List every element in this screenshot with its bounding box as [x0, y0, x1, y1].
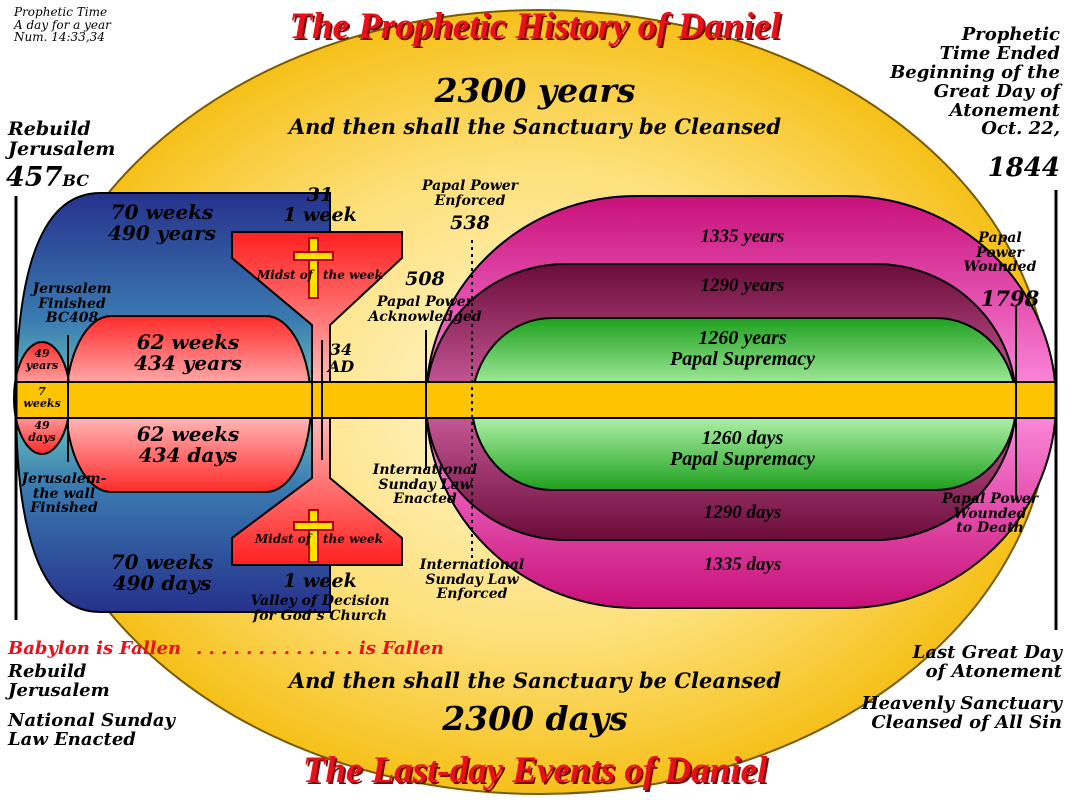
year-508: 508	[405, 268, 445, 290]
papal-power-wounded-to-death: Papal Power Wounded to Death	[941, 491, 1039, 537]
label-1335-years: 1335 years	[700, 226, 785, 247]
babylon-is-fallen: Babylon is Fallen	[8, 638, 182, 659]
hourglass-bottom	[231, 417, 403, 566]
rebuild-jerusalem-top: Rebuild Jerusalem	[8, 118, 116, 160]
prophetic-time-note: Prophetic Time A day for a year Num. 14:…	[14, 5, 111, 45]
sixtytwo-weeks-years: 62 weeks 434 years	[134, 330, 242, 375]
label-1335-days: 1335 days	[703, 554, 782, 575]
bottom-title: The Last-day Events of Daniel	[302, 750, 768, 791]
rebuild-jerusalem-bottom: Rebuild Jerusalem	[8, 661, 110, 701]
midst-bottom-right: the week	[323, 532, 383, 546]
international-sunday-law-enacted: International Sunday Law Enacted	[372, 462, 478, 508]
cleansed-top: And then shall the Sanctuary be Cleansed	[288, 114, 782, 139]
year-457-bc: BC	[62, 171, 89, 190]
year-1844: 1844	[987, 153, 1060, 183]
one-week: 1 week	[283, 570, 357, 592]
papal-power-acknowledged: Papal Power Acknowledged	[368, 294, 482, 325]
year-34-ad: 34 AD	[324, 340, 358, 376]
fortynine-years: 49 years	[25, 347, 59, 372]
jerusalem-finished: Jerusalem Finished BC408	[32, 281, 112, 327]
national-sunday-law: National Sunday Law Enacted	[8, 710, 176, 750]
year-1798: 1798	[980, 286, 1040, 311]
years-2300: 2300 years	[434, 71, 636, 110]
wall-finished: Jerusalem- the wall Finished	[21, 471, 107, 517]
sixtytwo-weeks-days: 62 weeks 434 days	[136, 422, 240, 467]
year-31: 31 1 week	[283, 184, 357, 226]
timeline-band	[15, 381, 1057, 419]
valley-of-decision: Valley of Decision for God’s Church	[250, 593, 390, 624]
heavenly-sanctuary: Heavenly Sanctuary Cleansed of All Sin	[861, 693, 1062, 733]
papal-power-wounded: Papal Power Wounded	[963, 230, 1037, 276]
label-1260-days: 1260 days Papal Supremacy	[670, 427, 815, 470]
time-ended-note: Prophetic Time Ended Beginning of the Gr…	[890, 24, 1060, 140]
top-title: The Prophetic History of Daniel	[289, 6, 781, 47]
midst-top-left: Midst of	[257, 268, 313, 282]
midst-top-right: the week	[323, 268, 383, 282]
fortynine-days: 49 days	[28, 419, 56, 444]
label-1260-years: 1260 years Papal Supremacy	[670, 327, 815, 370]
last-great-day: Last Great Day of Atonement	[912, 642, 1062, 682]
year-457-number: 457	[6, 162, 63, 193]
cleansed-bottom: And then shall the Sanctuary be Cleansed	[288, 668, 782, 693]
seventy-weeks-days: 70 weeks 490 days	[110, 550, 214, 595]
midst-bottom-left: Midst of	[255, 532, 311, 546]
year-538: 538	[450, 212, 490, 234]
international-sunday-law-enforced: International Sunday Law Enforced	[419, 557, 525, 603]
year-34-ad-text: 34 AD	[327, 340, 355, 376]
label-1290-days: 1290 days	[703, 502, 782, 523]
papal-power-enforced: Papal Power Enforced	[421, 178, 519, 209]
seventy-weeks-years: 70 weeks 490 years	[108, 200, 216, 245]
seven-weeks: 7 weeks	[23, 385, 61, 410]
cross-icon-top	[293, 237, 334, 299]
is-fallen: . . . . . . . . . . . . . is Fallen	[196, 638, 444, 659]
year-457: 457BC	[6, 162, 89, 193]
days-2300: 2300 days	[442, 699, 628, 738]
cross-icon-bottom	[293, 509, 334, 563]
label-1290-years: 1290 years	[700, 275, 785, 296]
